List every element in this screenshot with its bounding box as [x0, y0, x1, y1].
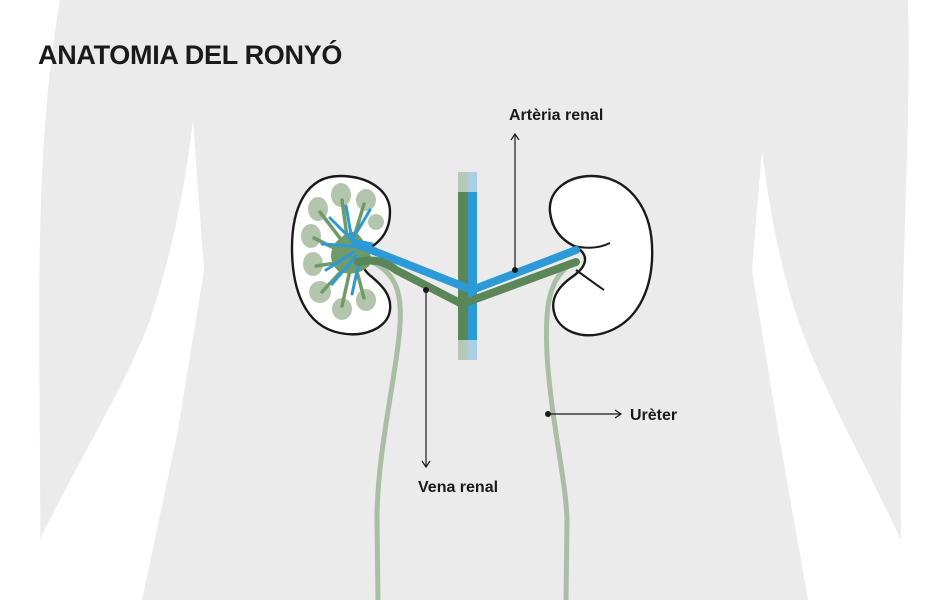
renal-vein-right: [458, 258, 580, 308]
ureter-callout-arrowhead: [614, 409, 623, 419]
right-kidney-inner-line-lower: [575, 269, 605, 291]
renal-vein-callout-arrowhead: [421, 460, 431, 469]
renal-vein-label: Vena renal: [418, 479, 499, 496]
renal-artery-right: [468, 246, 580, 294]
renal-artery-callout-arrowhead: [510, 132, 520, 141]
right-kidney: [548, 174, 654, 337]
renal-artery-left: [352, 240, 476, 294]
vena-cava-bottom-fade: [458, 338, 468, 360]
left-arm-gap: [30, 120, 204, 600]
diagram-title: ANATOMIA DEL RONYÓ: [38, 40, 343, 70]
renal-vein-left: [354, 256, 466, 308]
vena-cava-top-fade: [458, 172, 468, 194]
aorta: [468, 192, 477, 340]
renal-artery-label: Artèria renal: [509, 107, 604, 124]
aorta-bottom-fade: [468, 338, 477, 360]
interlobar-arteries: [320, 204, 374, 296]
right-ureter: [544, 259, 577, 600]
left-ureter: [369, 259, 403, 600]
right-arm-gap: [752, 150, 910, 600]
ureter-label: Urèter: [630, 407, 678, 424]
vena-cava: [458, 192, 468, 340]
aorta-top-fade: [468, 172, 477, 194]
